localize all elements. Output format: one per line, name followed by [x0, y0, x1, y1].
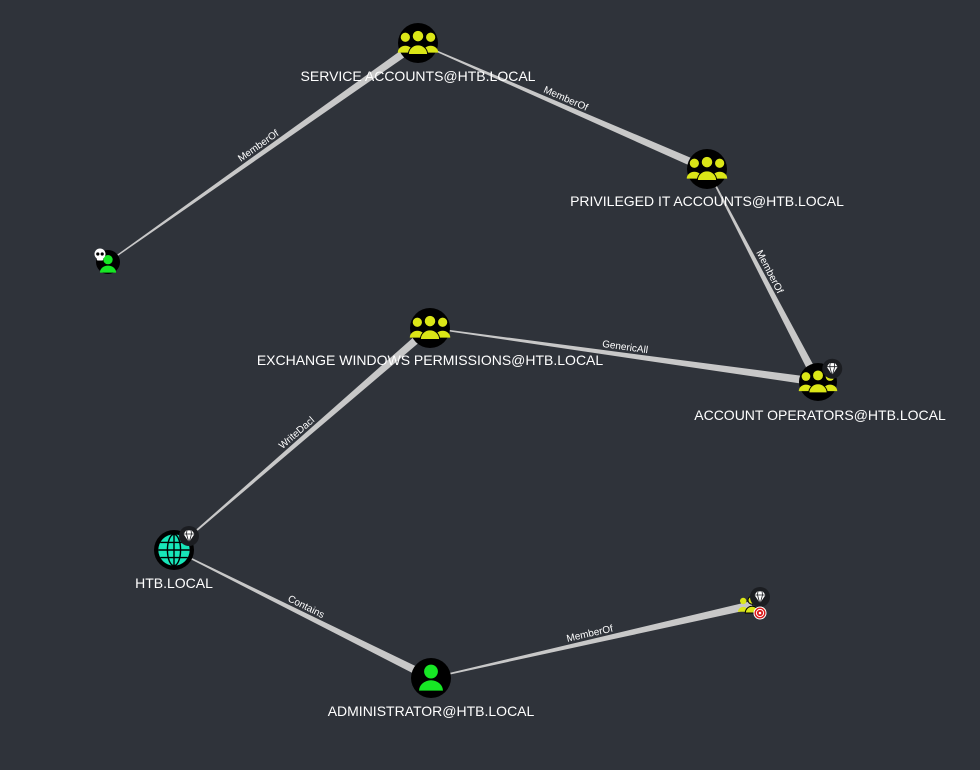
node-service-accounts[interactable]: SERVICE ACCOUNTS@HTB.LOCAL [301, 23, 536, 84]
edge-line[interactable] [173, 549, 433, 682]
edges-layer: MemberOfMemberOfMemberOfGenericAllWriteD… [107, 39, 822, 682]
node-privileged-it[interactable]: PRIVILEGED IT ACCOUNTS@HTB.LOCAL [570, 149, 844, 209]
node-label: EXCHANGE WINDOWS PERMISSIONS@HTB.LOCAL [257, 352, 604, 368]
node-circle[interactable] [410, 308, 450, 348]
node-label: SERVICE ACCOUNTS@HTB.LOCAL [301, 68, 536, 84]
nodes-layer: SERVICE ACCOUNTS@HTB.LOCAL PRIVILEGED IT … [94, 23, 946, 719]
node-circle[interactable] [687, 149, 727, 189]
node-label: ACCOUNT OPERATORS@HTB.LOCAL [694, 407, 946, 423]
edge-administrator-to-target-group[interactable]: MemberOf [430, 601, 753, 679]
node-exchange-windows[interactable]: EXCHANGE WINDOWS PERMISSIONS@HTB.LOCAL [257, 308, 604, 368]
group-icon [397, 29, 439, 55]
target-icon [753, 606, 767, 620]
edge-service-accounts-to-privileged-it[interactable]: MemberOf [417, 42, 709, 173]
user-icon [419, 664, 443, 691]
node-label: ADMINISTRATOR@HTB.LOCAL [328, 703, 535, 719]
edge-line[interactable] [430, 601, 753, 679]
node-label: PRIVILEGED IT ACCOUNTS@HTB.LOCAL [570, 193, 844, 209]
group-icon [798, 369, 838, 394]
user-icon [99, 254, 117, 273]
node-account-operators[interactable]: ACCOUNT OPERATORS@HTB.LOCAL [694, 358, 946, 423]
high-value-diamond-icon [750, 587, 770, 607]
edge-line[interactable] [173, 324, 433, 551]
node-label: HTB.LOCAL [135, 575, 213, 591]
node-circle[interactable] [398, 23, 438, 63]
edge-exchange-windows-to-account-operators[interactable]: GenericAll [429, 327, 819, 386]
group-icon [686, 155, 728, 181]
node-htb-local[interactable]: HTB.LOCAL [135, 526, 213, 591]
high-value-diamond-icon [179, 526, 199, 546]
edge-line[interactable] [429, 327, 819, 386]
node-owned-user[interactable] [94, 248, 121, 275]
group-icon [409, 314, 451, 340]
edge-line[interactable] [706, 168, 822, 384]
edge-line[interactable] [417, 42, 709, 173]
edge-line[interactable] [107, 39, 421, 263]
edge-htb-local-to-administrator[interactable]: Contains [173, 549, 433, 682]
node-administrator[interactable]: ADMINISTRATOR@HTB.LOCAL [328, 658, 535, 719]
node-target-group[interactable] [737, 587, 770, 620]
owned-skull-icon [94, 248, 106, 261]
high-value-diamond-icon [822, 358, 843, 379]
